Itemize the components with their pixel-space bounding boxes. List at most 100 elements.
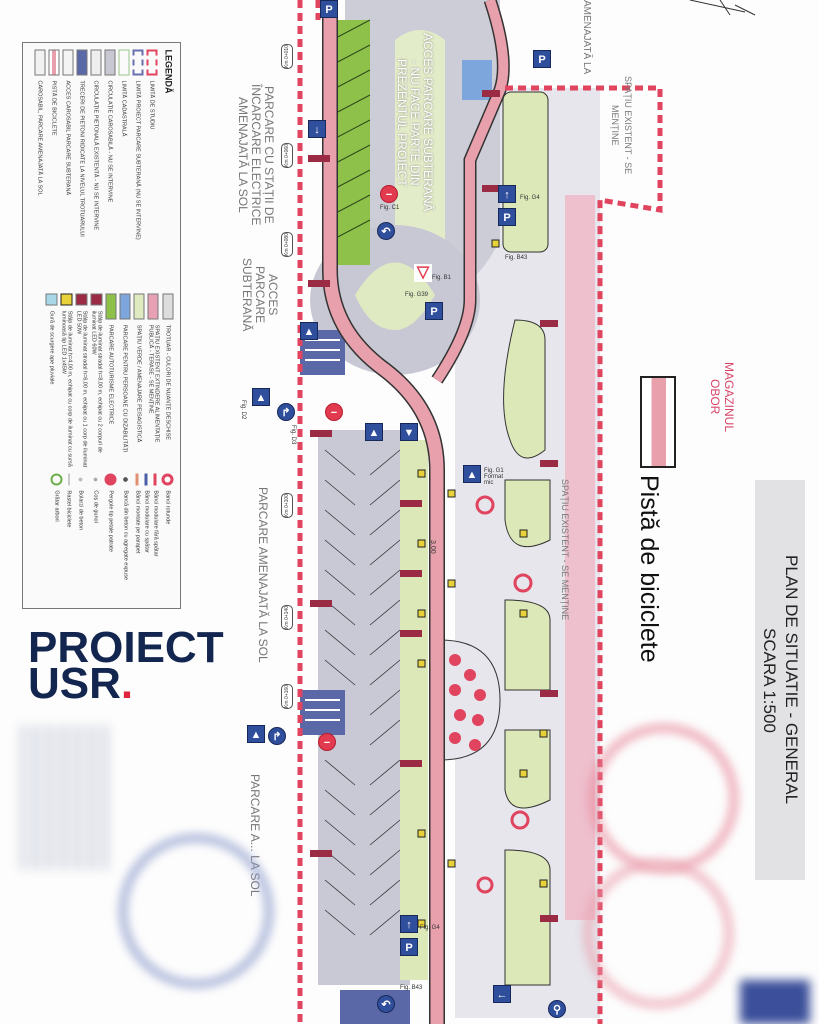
- ramp-green-island: [395, 30, 445, 250]
- legend-item: LIMITĂ CADASTRALĂ: [118, 49, 130, 288]
- legend-item: PARCARE PENTRU PERSOANE CU DIZABILITĂȚI: [119, 293, 131, 468]
- pergola-petals: [449, 654, 486, 751]
- street-lights: [308, 90, 558, 922]
- logo-line-2: USR.: [28, 659, 134, 708]
- legend-item: Gură de scurgere ape pluviale: [45, 293, 58, 468]
- label-ev-parking: PARCARE CU STAȚII DE ÎNCARCARE ELECTRICE…: [236, 84, 276, 226]
- no-entry-sign-icon: −: [318, 733, 336, 751]
- sign-label: Fig. G1 Format mic: [484, 468, 504, 486]
- km-marker: Km 0+100: [281, 493, 293, 518]
- yield-sign-icon: ▽: [414, 264, 432, 282]
- legend-item: Bănci modulare fără spătar: [153, 473, 159, 597]
- legend-item: Stâlp de iluminat stradal h=6,00 m, echi…: [75, 293, 88, 468]
- legend-item: CIRCULAȚIE PIETONALĂ EXISTENTĂ - NU SE I…: [90, 49, 102, 288]
- bike-lane-swatch: [640, 376, 676, 468]
- legend-item: Stâlp de iluminat stradal h=8,00 m, echi…: [90, 293, 103, 468]
- legend-column-boundaries: LEGENDĂ LIMITĂ DE STUDIU LIMITĂ PROIECT …: [27, 49, 174, 288]
- legend-item: Bancă din beton cu agregate expuse: [119, 473, 132, 597]
- legend-item: Stâlp de iluminat h=4,00 m, echipat cu c…: [60, 293, 73, 468]
- pedestrian-crossing-sign-icon: ▲: [365, 423, 383, 441]
- legend-item: Grătar arbori: [50, 473, 63, 597]
- direction-arrow-sign-icon: ↑: [498, 185, 516, 203]
- north-arrow-icon: [689, 0, 756, 16]
- legend-item: CIRCULAȚIE CAROSABILĂ - NU SE INTERVINE: [104, 49, 116, 288]
- lamp-posts: [417, 239, 548, 928]
- green-island: [504, 479, 551, 691]
- crosswalk: [340, 990, 410, 1024]
- legend-item: PARCARE AUTOTURISME ELECTRICE: [105, 293, 117, 468]
- no-entry-sign-icon: −: [325, 403, 343, 421]
- km-marker: Km 0+060: [281, 143, 293, 168]
- sign-label: Fig. C1: [380, 205, 400, 211]
- crosswalk: [300, 690, 345, 735]
- round-benches: [475, 495, 533, 894]
- dimension-label: 3.00: [429, 540, 436, 554]
- crosswalk-stripes: [305, 339, 340, 721]
- legend-item: SPAȚIU VERDE / AMENAJARE PEISAGISTICĂ: [133, 293, 145, 468]
- sign-label: Fig. D3: [290, 425, 296, 445]
- legend-item: SPAȚIU EXISTENT EXTINDERE ALIMENTAȚIE PU…: [148, 293, 160, 468]
- blurred-stamp: [590, 725, 737, 872]
- legend-item: PISTĂ DE BICICLETE: [48, 49, 60, 288]
- pedestrian-crossing-sign-icon: ▲: [247, 725, 265, 743]
- parking-sign-icon: P: [320, 0, 338, 18]
- direction-arrow-sign-icon: ←: [493, 985, 511, 1003]
- parking-bays: [324, 449, 401, 936]
- proiect-usr-logo: PROIECT USR.: [28, 626, 224, 708]
- direction-arrow-sign-icon: ↑: [400, 915, 418, 933]
- bike-lane: [323, 0, 444, 1024]
- store-label: MAGAZINUL OBOR: [708, 362, 736, 433]
- pedestrian-crossing-sign-icon: ▲: [252, 388, 270, 406]
- legend-item: Bănci montate pe parapet: [135, 473, 141, 597]
- legend-item: LIMITĂ PROIECT PARCARE SUBTERANĂ (NU SE …: [132, 49, 144, 288]
- legend-item: Bănci modulare cu spătar: [144, 473, 150, 597]
- direction-arrow-sign-icon: ↓: [308, 120, 326, 138]
- roundabout-direction-sign-icon: ↶: [377, 222, 395, 240]
- bike-lane-label: Pistă de biciclete: [635, 475, 663, 663]
- km-marker: Km 0+160: [281, 684, 293, 709]
- pergola-area: [439, 639, 501, 761]
- mandatory-direction-sign-icon: ↱: [268, 727, 286, 745]
- sign-label: Fig. B43: [400, 985, 423, 991]
- bicycle-sign-icon: ⚲: [548, 1000, 566, 1018]
- sign-label: Fig. G4: [420, 925, 440, 931]
- pedestrian-crossing-sign-icon: ▼: [400, 423, 418, 441]
- no-entry-sign-icon: −: [380, 185, 398, 203]
- sign-label: Fig. G4: [520, 195, 540, 201]
- green-area: [502, 91, 549, 253]
- blurred-info-table: [20, 725, 110, 870]
- legend-item: Bolarzi de beton: [74, 473, 87, 597]
- parking-sign-icon: P: [498, 208, 516, 226]
- legend-item: ACCES CAROSABIL PARCARE SUBTERANĂ: [62, 49, 74, 288]
- parking-sign-icon: P: [400, 938, 418, 956]
- study-limit: [297, 0, 663, 1024]
- ev-parking-hatch: [331, 19, 371, 241]
- label-surface-parking: PARCARE AMENAJATĂ LA SOL: [256, 487, 270, 663]
- mandatory-direction-sign-icon: ↱: [277, 403, 295, 421]
- label-amenajata: AMENAJATĂ LA: [581, 0, 592, 75]
- green-island: [503, 319, 546, 459]
- sign-label: Fig. G39: [405, 292, 429, 298]
- label-existing-space-top: SPAȚIU EXISTENT - SE MENȚINE: [610, 75, 633, 175]
- green-strip: [400, 440, 428, 980]
- blurred-stamp: [585, 860, 732, 1007]
- legend-item: TROTUAR - CULORI DE NUANȚE DESCHISE: [162, 293, 174, 468]
- km-marker: Km 0+080: [281, 232, 293, 257]
- legend-item: Banci rotunde: [161, 473, 174, 597]
- blurred-stamp: [740, 980, 810, 1024]
- legend-item: CAROSABIL, PARCARE AMENAJATĂ LA SOL: [34, 49, 46, 288]
- sign-label: Fig. B1: [432, 275, 452, 281]
- legend-column-furniture: Banci rotunde Bănci modulare fără spătar…: [27, 473, 174, 597]
- blurred-stamp: [120, 835, 272, 987]
- green-island: [504, 729, 551, 986]
- legend-title: LEGENDĂ: [163, 49, 174, 94]
- label-underground-access: ACCES PARCARE SUBTERANĂ - NU FACE PARTE …: [395, 33, 435, 212]
- pedestrian-crossing-sign-icon: ▲: [300, 322, 318, 340]
- km-marker: Km 0+010: [281, 44, 293, 69]
- bike-lane: [432, 0, 509, 383]
- label-existing-space-mid: SPAȚIU EXISTENT - SE MENȚINE: [560, 479, 570, 621]
- legend-item: Rastel biciclete: [66, 473, 72, 597]
- sign-label: Fig. B43: [505, 255, 528, 261]
